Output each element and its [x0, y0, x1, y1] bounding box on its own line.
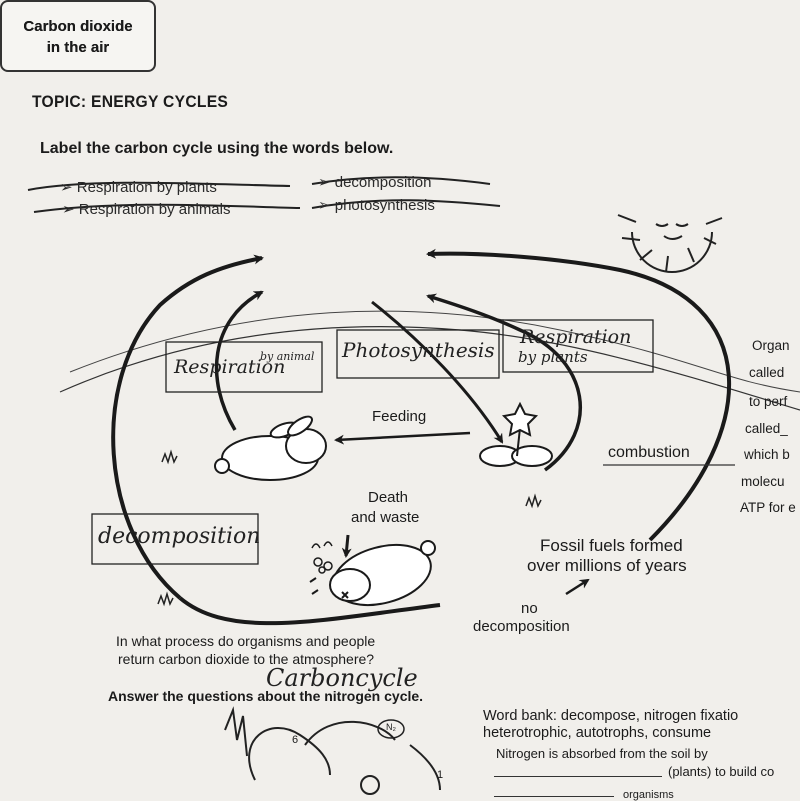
- answer-respiration-plant: Respiration: [520, 326, 631, 348]
- decomposer-icon: [312, 542, 332, 573]
- feeding-label: Feeding: [372, 408, 426, 425]
- death-label-1: Death: [368, 489, 408, 506]
- answer-decomposition: decomposition: [98, 524, 260, 549]
- side-text-4: called_: [745, 421, 788, 436]
- word-label: Respiration by plants: [77, 179, 217, 196]
- word-label: Respiration by animals: [79, 201, 231, 218]
- word-bank-line-1: Word bank: decompose, nitrogen fixatio: [483, 708, 738, 724]
- death-arrow: [346, 535, 348, 556]
- feeding-arrow: [336, 433, 470, 440]
- side-text-5: which b: [744, 447, 790, 462]
- side-text-3: to perf: [749, 394, 787, 409]
- nitrogen-step-6: 6: [292, 734, 298, 746]
- instruction-text: Label the carbon cycle using the words b…: [40, 140, 393, 158]
- lower-arc: [180, 598, 440, 623]
- death-label-2: and waste: [351, 509, 419, 526]
- word-item-respiration-plants: ➢ Respiration by plants: [60, 178, 217, 196]
- sun-icon: [618, 215, 722, 272]
- word-label: decomposition: [335, 174, 432, 191]
- combustion-label: combustion: [608, 444, 690, 462]
- answer-photosynthesis: Photosynthesis: [342, 338, 495, 362]
- side-text-2: called: [749, 365, 784, 380]
- question-line-1: In what process do organisms and people: [116, 633, 375, 650]
- word-item-respiration-animals: ➢ Respiration by animals: [62, 200, 231, 218]
- word-item-decomposition: ➢ decomposition: [318, 173, 431, 191]
- nitrogen-heading: Answer the questions about the nitrogen …: [108, 688, 423, 704]
- side-text-6: molecu: [741, 474, 785, 489]
- answer-respiration-plant-sub: by plants: [518, 348, 588, 366]
- no-decomp-label-1: no: [521, 600, 538, 617]
- fossil-label-1: Fossil fuels formed: [540, 536, 683, 556]
- nitrogen-blank-2[interactable]: [494, 788, 614, 797]
- fossil-label-2: over millions of years: [527, 556, 687, 576]
- fossil-arrow: [566, 580, 588, 594]
- word-item-photosynthesis: ➢ photosynthesis: [318, 196, 435, 214]
- nitrogen-blank-1[interactable]: [494, 762, 662, 777]
- answer-respiration-animal-sub: by animal: [260, 350, 314, 363]
- topic-heading: TOPIC: ENERGY CYCLES: [32, 92, 228, 112]
- word-label: photosynthesis: [335, 197, 435, 214]
- inner-arrow-right: [428, 296, 580, 470]
- nitrogen-diagram: [225, 710, 440, 794]
- nitrogen-organisms-text: organisms: [623, 789, 674, 801]
- n2-label: N₂: [386, 722, 396, 732]
- nitrogen-plants-text: (plants) to build co: [668, 764, 774, 779]
- nitrogen-absorbed-text: Nitrogen is absorbed from the soil by: [496, 746, 708, 761]
- dead-rabbit-icon: [310, 535, 438, 615]
- no-decomp-label-2: decomposition: [473, 618, 570, 635]
- side-text-1: Organ: [752, 338, 790, 353]
- side-text-7: ATP for e: [740, 500, 796, 515]
- nitrogen-step-1: 1: [437, 769, 443, 781]
- plant-icon: [480, 404, 552, 466]
- word-bank-line-2: heterotrophic, autotrophs, consume: [483, 725, 711, 741]
